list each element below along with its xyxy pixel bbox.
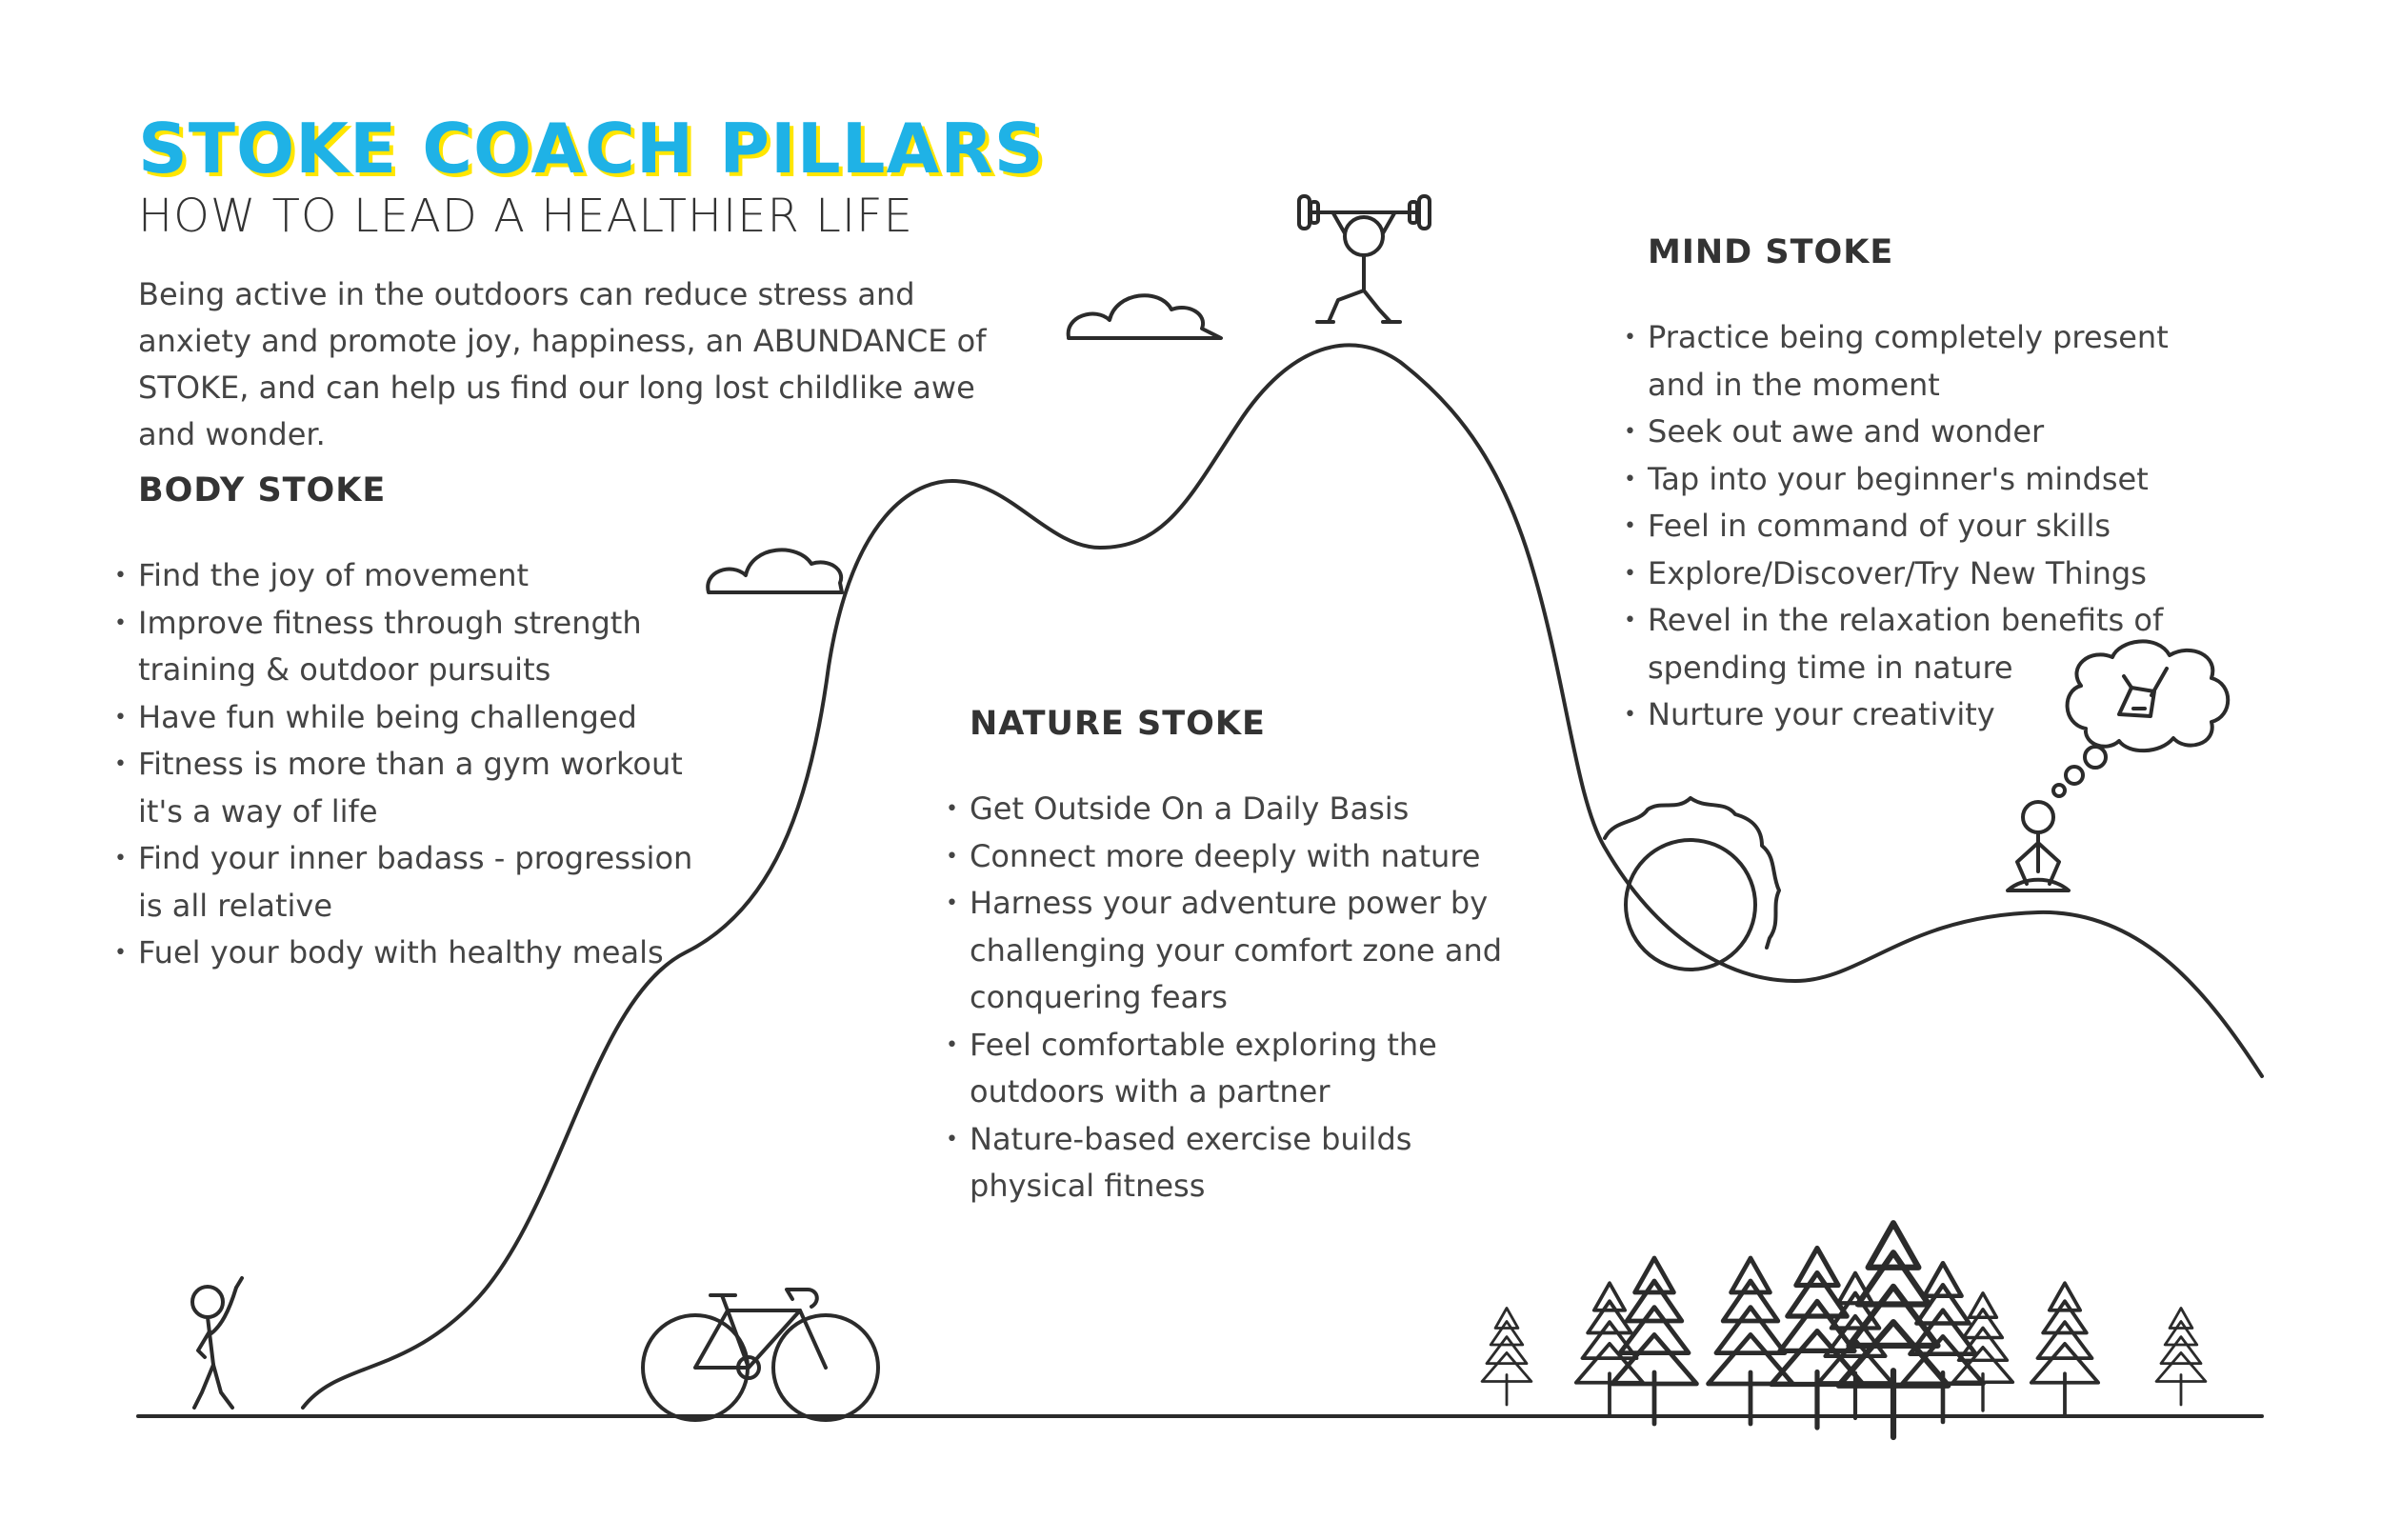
pine-tree-icon bbox=[1480, 1307, 1533, 1407]
list-item: Feel in command of your skills bbox=[1624, 503, 2195, 550]
list-item: Practice being completely present and in… bbox=[1624, 314, 2195, 409]
body-stoke-list: Find the joy of movement Improve fitness… bbox=[114, 552, 705, 977]
list-item: Get Outside On a Daily Basis bbox=[946, 786, 1517, 833]
intro-paragraph: Being active in the outdoors can reduce … bbox=[138, 276, 987, 452]
page-title: STOKE COACH PILLARS bbox=[138, 109, 1045, 189]
list-item: Revel in the relaxation benefits of spen… bbox=[1624, 597, 2195, 691]
meditating-figure-icon bbox=[2006, 800, 2071, 892]
list-item: Have fun while being challenged bbox=[114, 694, 705, 742]
pine-tree-icon bbox=[1709, 1258, 1793, 1424]
sun-icon bbox=[1603, 796, 1781, 971]
pine-tree-icon bbox=[1573, 1281, 1646, 1416]
bicycle-icon bbox=[641, 1288, 880, 1422]
list-item: Find the joy of movement bbox=[114, 552, 705, 600]
cloud-icon bbox=[1066, 293, 1223, 340]
weightlifter-icon bbox=[1297, 194, 1431, 324]
list-item: Improve fitness through strength trainin… bbox=[114, 600, 705, 694]
nature-stoke-list: Get Outside On a Daily Basis Connect mor… bbox=[946, 786, 1517, 1210]
mind-stoke-list: Practice being completely present and in… bbox=[1624, 314, 2195, 739]
page-subtitle: HOW TO LEAD A HEALTHIER LIFE bbox=[138, 190, 913, 243]
list-item: Seek out awe and wonder bbox=[1624, 409, 2195, 456]
list-item: Explore/Discover/Try New Things bbox=[1624, 550, 2195, 598]
pine-tree-icon bbox=[1771, 1249, 1863, 1429]
pine-tree-icon bbox=[2029, 1281, 2101, 1416]
list-item: Feel comfortable exploring the outdoors … bbox=[946, 1022, 1517, 1116]
list-item: Nature-based exercise builds physical fi… bbox=[946, 1116, 1517, 1210]
list-item: Tap into your beginner's mindset bbox=[1624, 456, 2195, 504]
list-item: Find your inner badass - progression is … bbox=[114, 835, 705, 930]
body-stoke-heading: BODY STOKE bbox=[138, 471, 387, 510]
pine-tree-icon bbox=[2154, 1307, 2208, 1407]
list-item: Nurture your creativity bbox=[1624, 691, 2195, 739]
list-item: Harness your adventure power by challeng… bbox=[946, 880, 1517, 1022]
list-item: Fitness is more than a gym workout it's … bbox=[114, 741, 705, 835]
list-item: Connect more deeply with nature bbox=[946, 833, 1517, 881]
list-item: Fuel your body with healthy meals bbox=[114, 930, 705, 977]
mind-stoke-heading: MIND STOKE bbox=[1648, 233, 1894, 271]
nature-stoke-heading: NATURE STOKE bbox=[970, 705, 1266, 743]
cloud-icon bbox=[706, 548, 844, 594]
waving-stick-figure-icon bbox=[190, 1276, 244, 1410]
